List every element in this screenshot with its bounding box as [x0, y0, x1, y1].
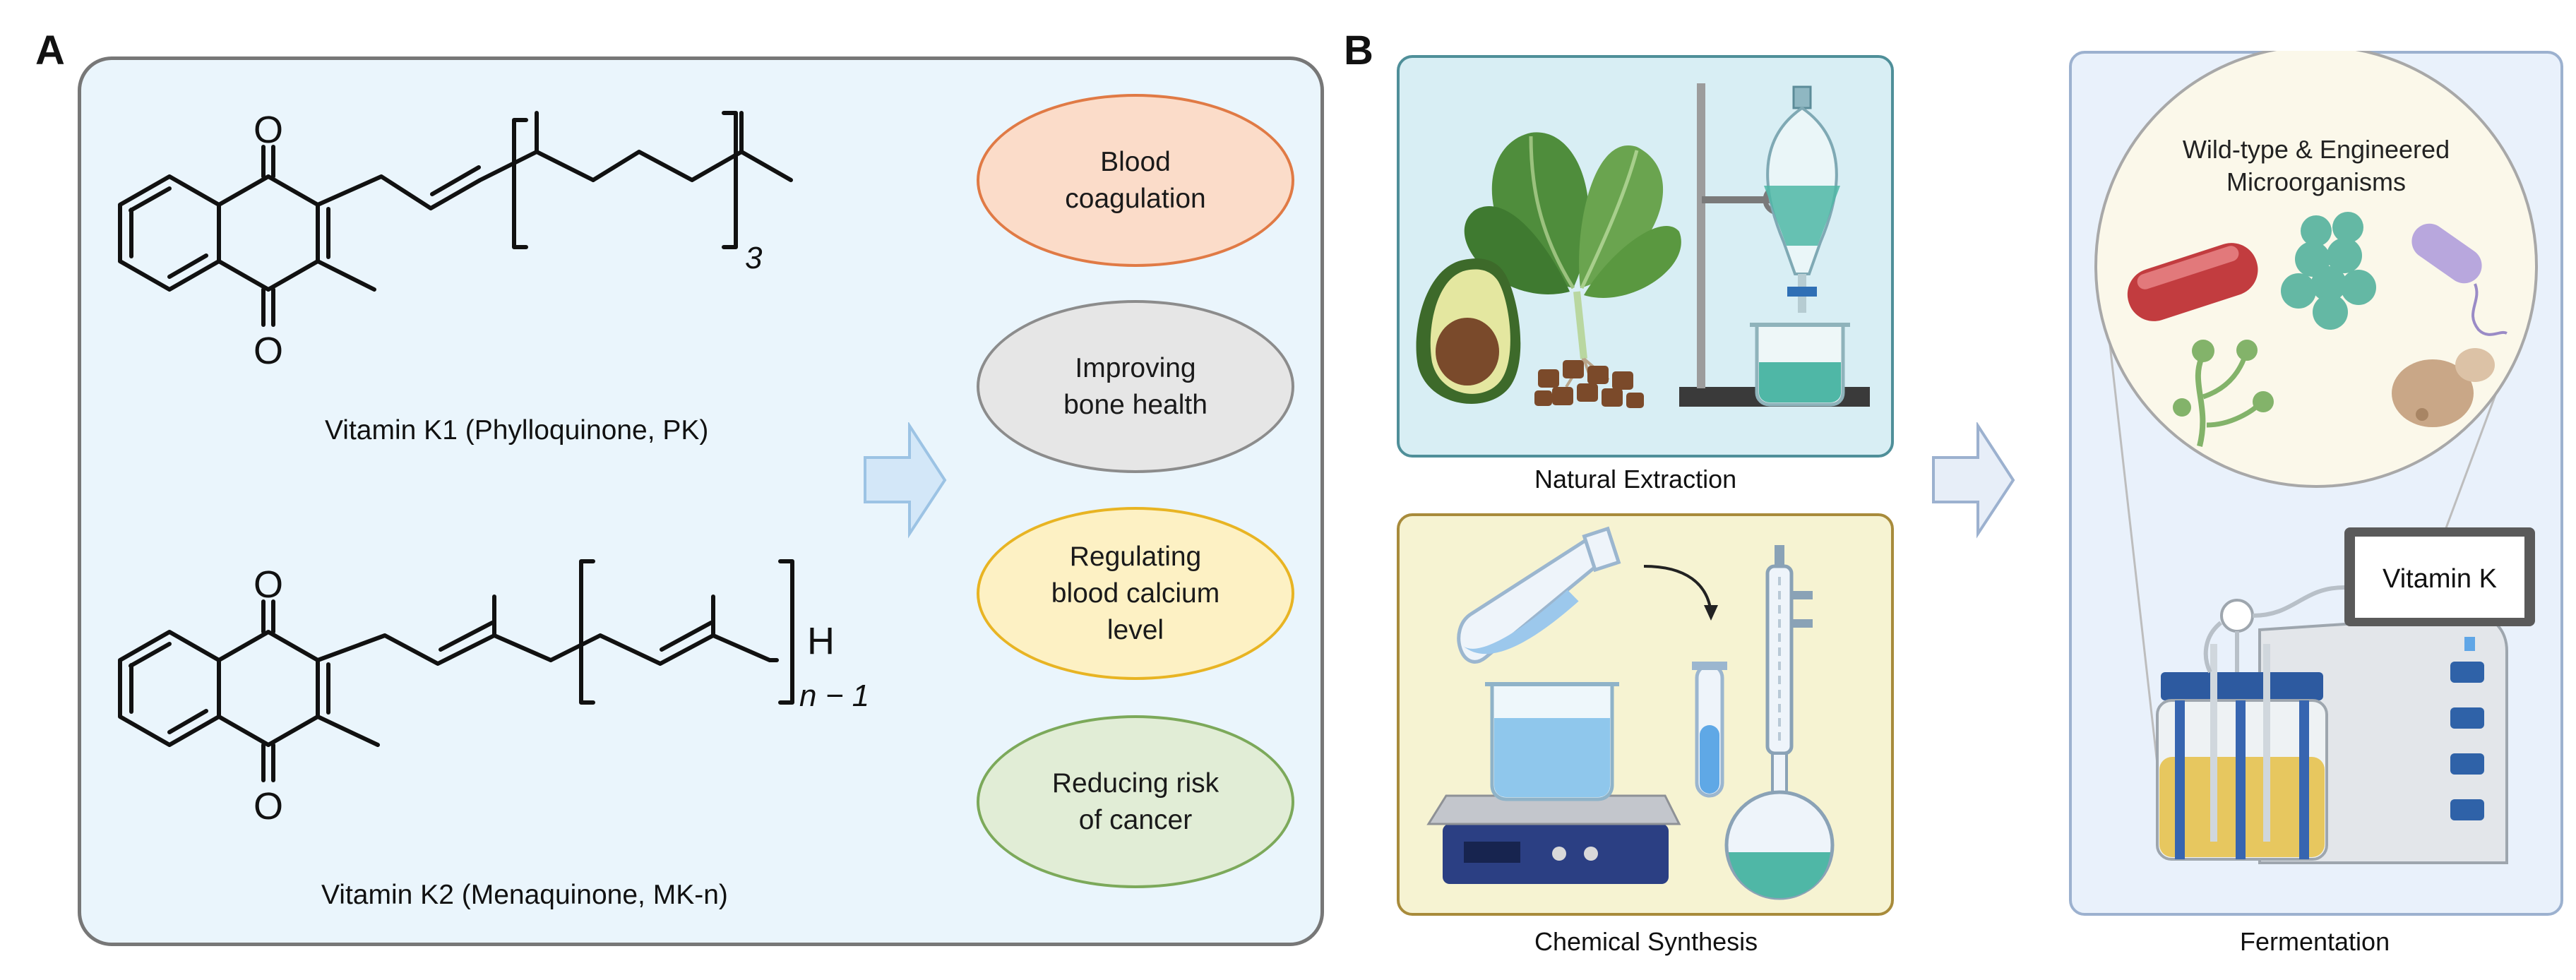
spinach-icon: [1464, 132, 1681, 391]
vitamin-structures: O O O O H 3 n − 1: [118, 109, 869, 827]
chemical-synthesis-caption: Chemical Synthesis: [1534, 927, 1758, 956]
natural-extraction-caption: Natural Extraction: [1534, 465, 1737, 494]
k2-subscript: n − 1: [799, 679, 869, 713]
k2-oxygen-bottom: O: [254, 785, 283, 827]
k1-oxygen-bottom: O: [254, 330, 283, 372]
k1-subscript: 3: [745, 241, 763, 275]
bacteria-red-icon: [2127, 243, 2258, 321]
nuts-icon: [1534, 360, 1644, 408]
fermentation-illustration: Wild-type & Engineered Microorganisms Vi…: [2094, 51, 2538, 864]
microbe-title-line2: Microorganisms: [2226, 167, 2406, 196]
chemical-synthesis-illustration: [1426, 526, 1835, 900]
flask-icon: [1457, 526, 1621, 664]
k1-structure: [118, 111, 793, 327]
function-blood-coagulation: Blood coagulation: [977, 94, 1294, 267]
avocado-icon: [1416, 258, 1521, 404]
fermentation-caption: Fermentation: [2240, 927, 2390, 956]
separatory-funnel-icon: [1764, 85, 1840, 313]
k1-oxygen-top: O: [254, 109, 283, 151]
panel-b-letter: B: [1344, 28, 1373, 73]
k2-caption: Vitamin K2 (Menaquinone, MK-n): [321, 880, 728, 910]
natural-extraction-illustration: [1416, 83, 1870, 408]
yeast-icon: [2392, 348, 2495, 427]
k2-hydrogen: H: [807, 620, 835, 662]
k1-caption: Vitamin K1 (Phylloquinone, PK): [325, 415, 709, 446]
test-tube-icon: [1692, 662, 1727, 798]
arrow-a-icon: [864, 422, 947, 539]
condenser-icon: [1724, 545, 1835, 900]
function-blood-calcium: Regulating blood calcium level: [977, 507, 1294, 680]
bacillus-purple-icon: [2411, 223, 2508, 336]
stirrer-icon: [1426, 682, 1681, 884]
cocci-cluster-icon: [2281, 212, 2376, 330]
function-bone-health: Improving bone health: [977, 300, 1294, 473]
panel-a-letter: A: [35, 28, 65, 73]
k2-structure: [118, 559, 794, 782]
arrow-b-icon: [1932, 422, 2015, 539]
fungi-icon: [2173, 340, 2274, 447]
beaker-icon: [1750, 323, 1850, 407]
k2-oxygen-top: O: [254, 563, 283, 606]
bioreactor-icon: Vitamin K: [2156, 527, 2535, 864]
microbe-title-line1: Wild-type & Engineered: [2183, 135, 2450, 164]
function-cancer-risk: Reducing risk of cancer: [977, 715, 1294, 888]
screen-label: Vitamin K: [2383, 564, 2497, 594]
